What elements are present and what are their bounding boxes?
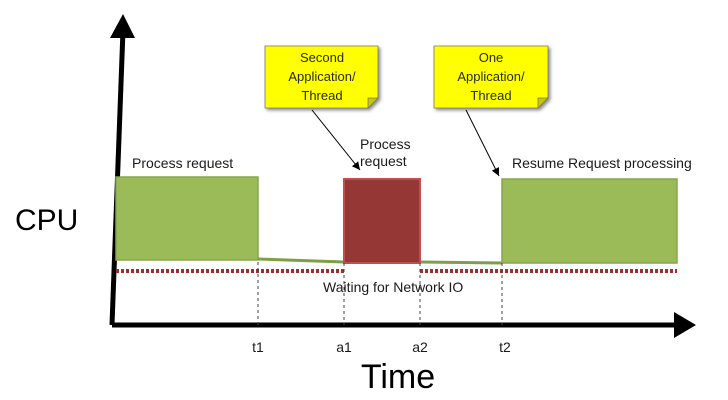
- one-note-line2: Application/: [457, 69, 525, 84]
- waiting-label: Waiting for Network IO: [323, 279, 463, 295]
- tick-t2: t2: [499, 339, 511, 355]
- resume-processing-block: [501, 178, 678, 264]
- second-note-line3: Thread: [301, 88, 342, 103]
- x-axis-label: Time: [361, 358, 435, 396]
- x-axis-arrowhead: [674, 312, 696, 338]
- time-guides: [257, 262, 503, 325]
- second-thread-note: Second Application/ Thread: [264, 45, 379, 109]
- tick-t1: t1: [252, 339, 264, 355]
- tick-a1: a1: [336, 339, 352, 355]
- resume-label: Resume Request processing: [512, 155, 692, 171]
- second-process-block: [343, 178, 421, 264]
- process-request-block: [115, 176, 259, 261]
- x-axis: [112, 312, 696, 338]
- idle-line-2: [419, 260, 503, 265]
- note-fold-icon: [537, 97, 549, 109]
- second-note-line1: Second: [300, 50, 344, 65]
- one-note-line1: One: [479, 50, 504, 65]
- idle-line-1: [257, 257, 345, 264]
- y-axis-arrowhead: [110, 14, 135, 38]
- one-note-line3: Thread: [470, 88, 511, 103]
- y-axis-label: CPU: [15, 204, 78, 237]
- process-request-2-line2: request: [360, 153, 407, 169]
- one-thread-note: One Application/ Thread: [433, 45, 549, 109]
- note-fold-icon: [367, 97, 379, 109]
- second-note-arrow: [311, 109, 361, 171]
- process-request-2-line1: Process: [360, 136, 411, 152]
- second-note-line2: Application/: [288, 69, 356, 84]
- one-note-arrow: [465, 109, 500, 177]
- process-request-label: Process request: [132, 155, 233, 171]
- tick-a2: a2: [412, 339, 428, 355]
